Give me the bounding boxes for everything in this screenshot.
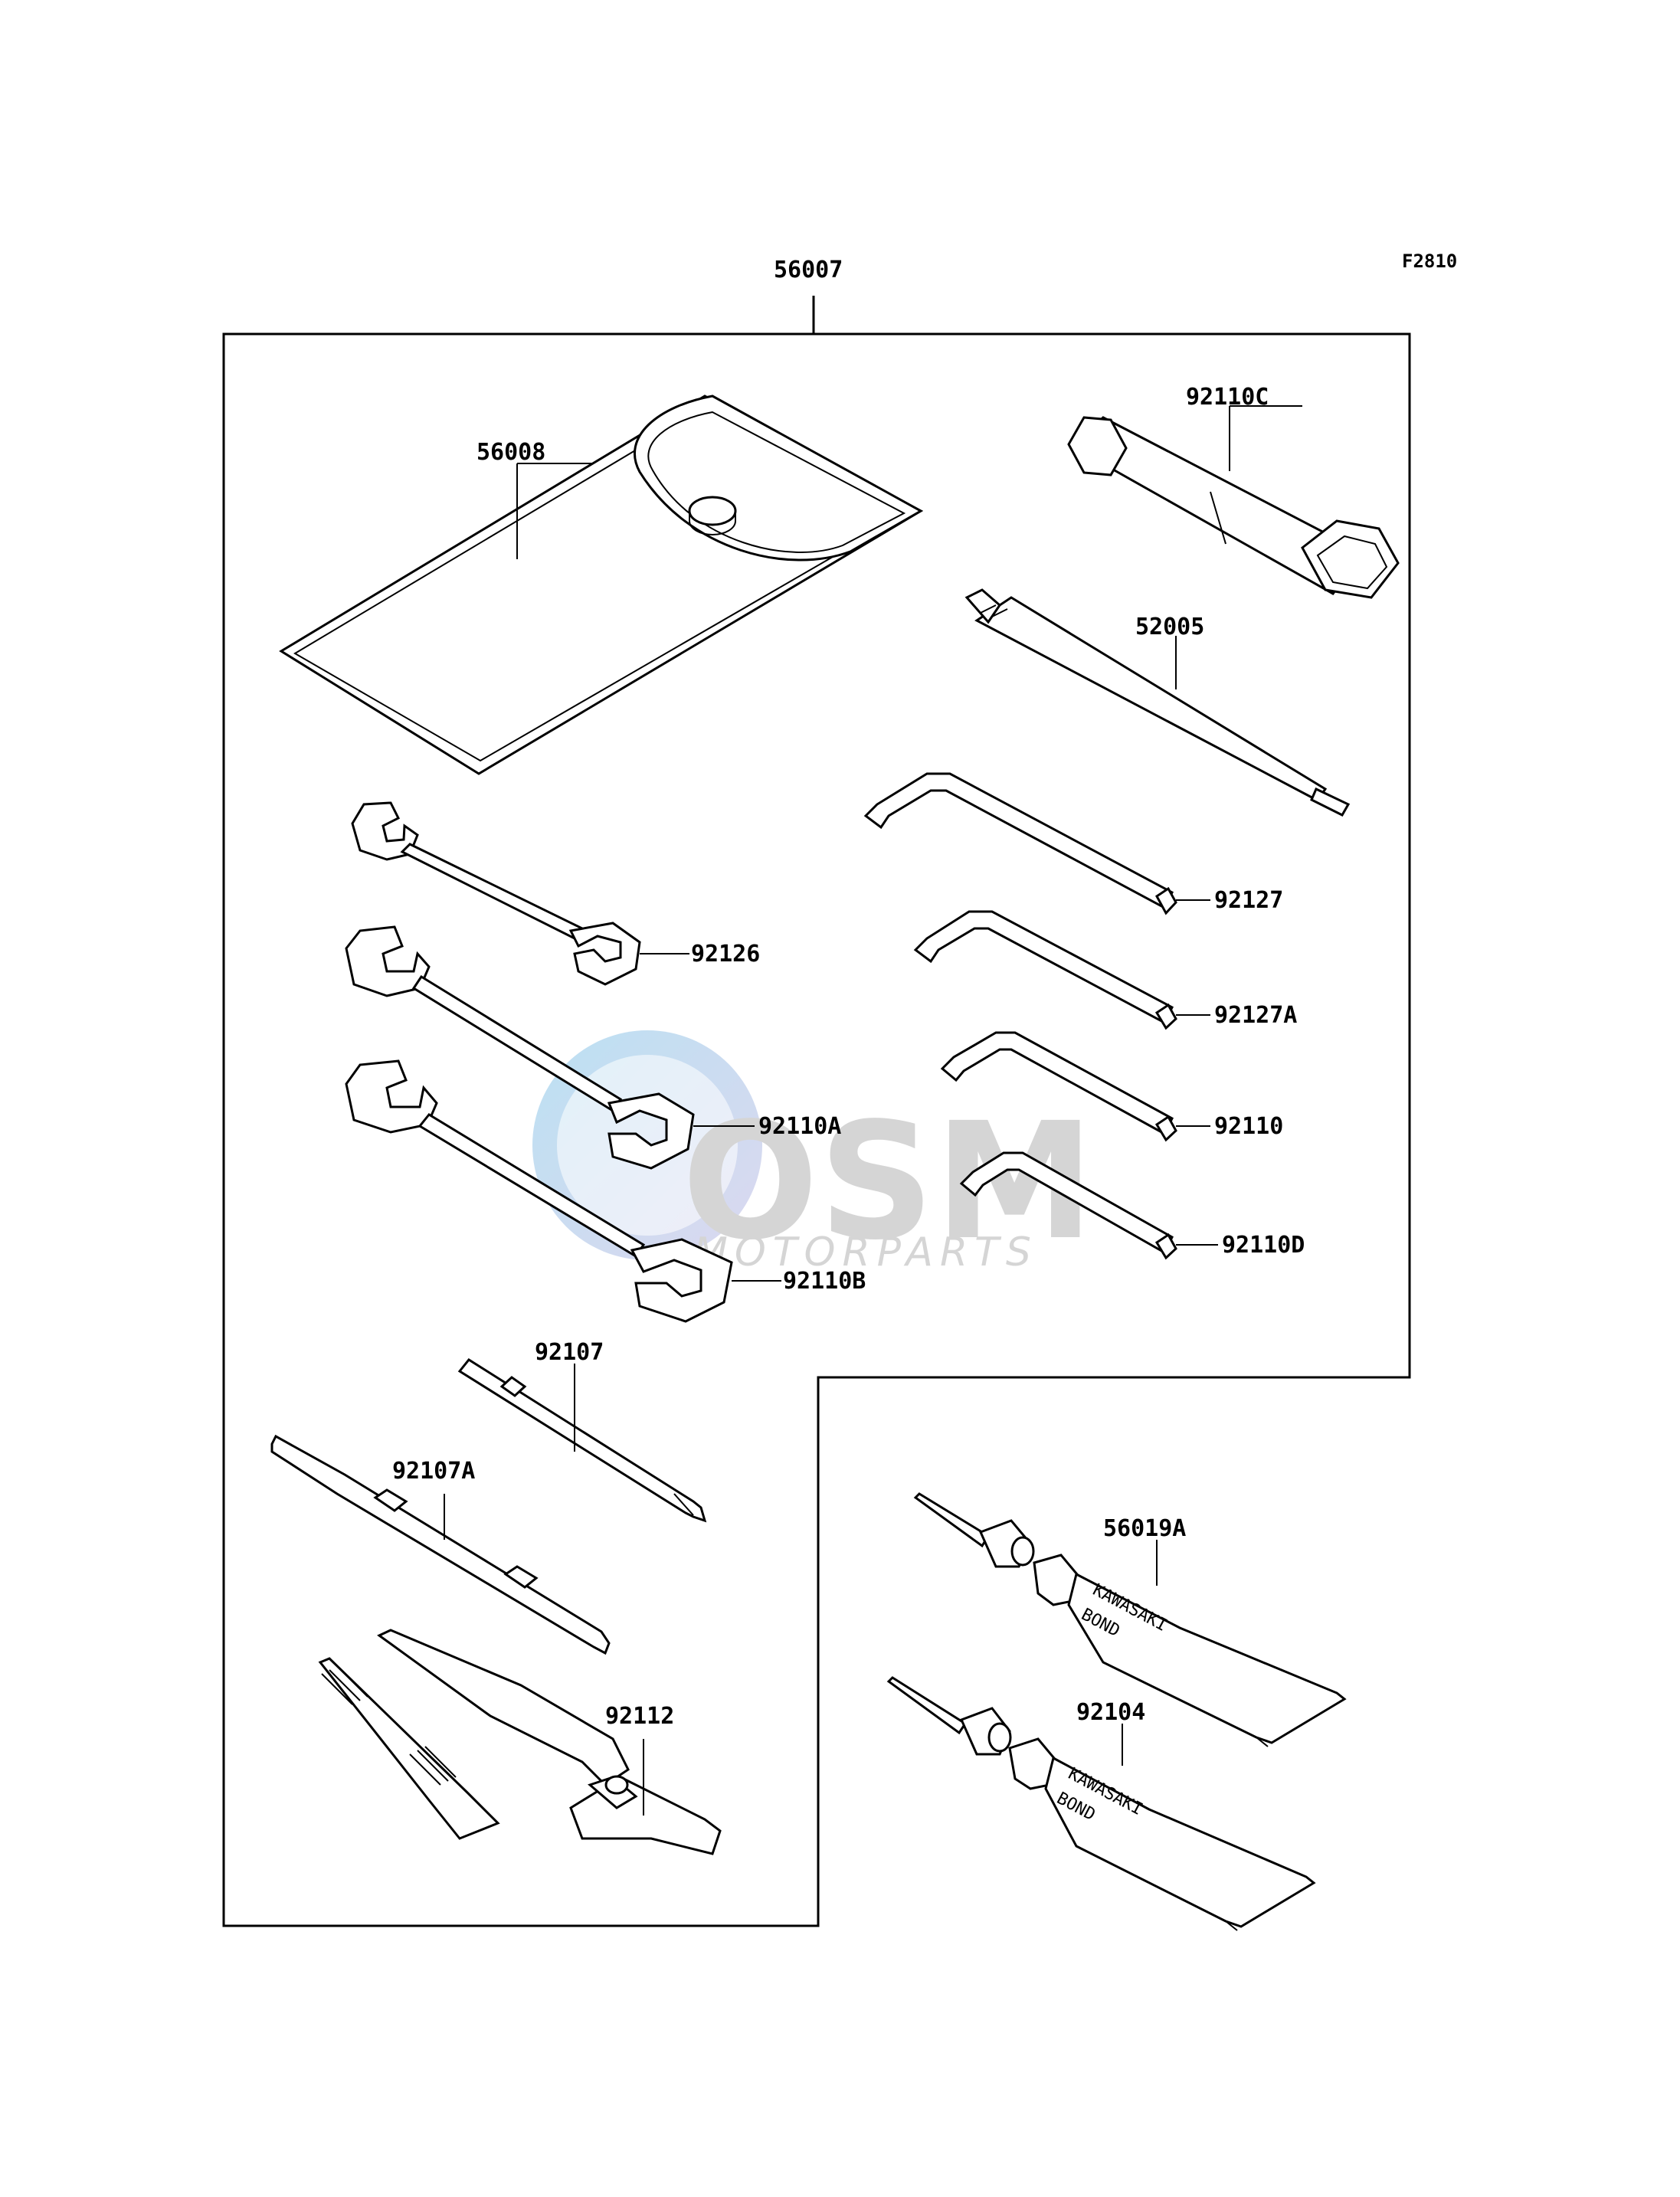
label-52005: 52005 [1135,614,1204,640]
open-end-wrench-2 [345,925,695,1170]
label-92110: 92110 [1214,1113,1283,1140]
label-92127: 92127 [1214,887,1283,914]
label-92107A: 92107A [392,1458,475,1485]
screwdriver-bit [457,1358,707,1523]
bond-tube-1 [913,1492,1347,1747]
plug-wrench [1067,416,1400,599]
tool-bag [279,395,924,775]
label-92110A: 92110A [758,1113,841,1140]
extension-tool [964,588,1351,817]
hex-key-1 [863,772,1177,915]
pliers [318,1629,722,1855]
screwdriver-combo [270,1434,611,1655]
label-92127A: 92127A [1214,1002,1297,1029]
label-92110C: 92110C [1186,384,1269,411]
figure-code: F2810 [1402,250,1457,272]
label-92107: 92107 [535,1339,604,1366]
hex-key-3 [940,1031,1177,1142]
label-92126: 92126 [691,941,760,968]
bond-tube-2 [886,1676,1316,1931]
hex-key-2 [913,910,1177,1030]
open-end-wrench-3 [345,1059,733,1323]
label-92112: 92112 [605,1703,674,1730]
label-56019A: 56019A [1103,1515,1186,1542]
watermark-tagline: MOTORPARTS [693,1229,1038,1275]
label-92104: 92104 [1076,1699,1145,1726]
kit-bracket [222,296,1411,1927]
label-56008: 56008 [476,439,545,466]
open-end-wrench-1 [351,801,641,986]
label-92110D: 92110D [1222,1232,1305,1259]
hex-key-4 [959,1151,1177,1260]
label-92110B: 92110B [783,1268,866,1295]
label-56007: 56007 [774,257,843,283]
watermark-logo: OSM [682,1088,1095,1275]
